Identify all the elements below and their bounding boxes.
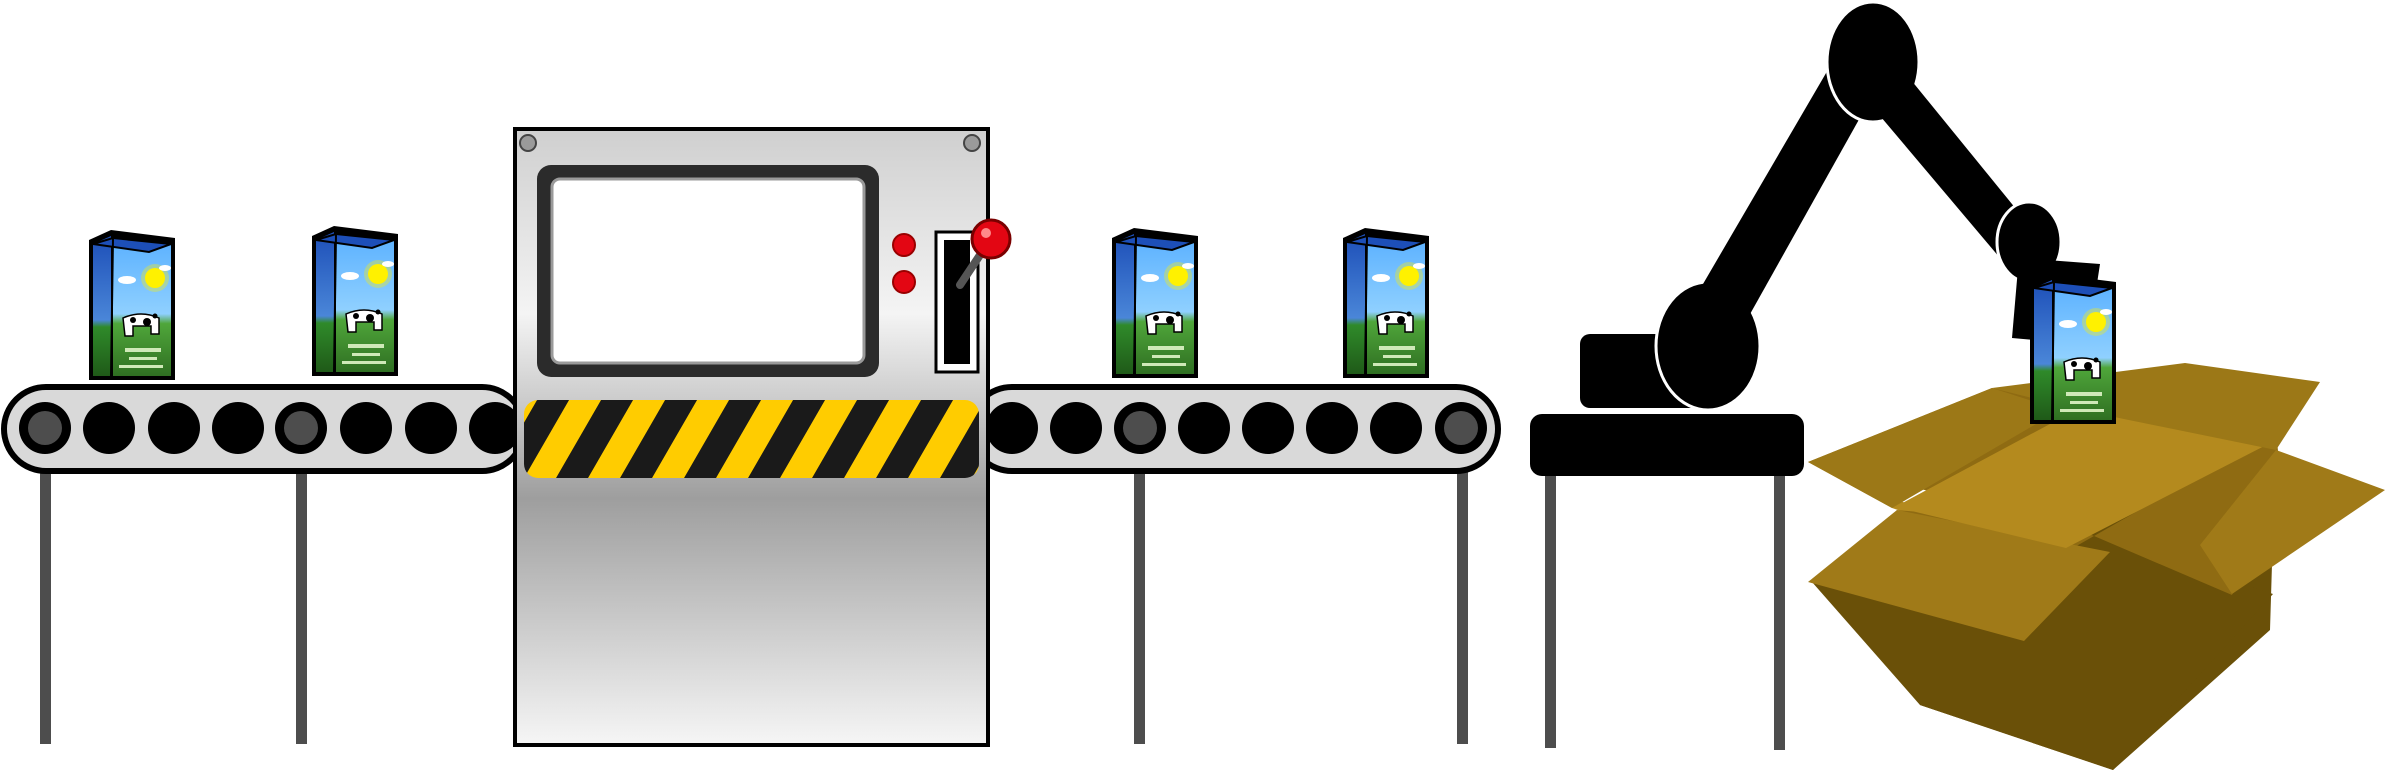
indicator-light: [892, 270, 916, 294]
milk-carton-icon: [1342, 227, 1430, 379]
right-conveyor-rollers: [986, 402, 1487, 454]
robot-table: [1530, 414, 1804, 750]
indicator-light: [892, 233, 916, 257]
left-conveyor-rollers: [19, 402, 521, 454]
robot-arm-icon: [1580, 0, 2100, 412]
machine-screen[interactable]: [550, 177, 866, 365]
lever-slot-inner: [944, 240, 970, 364]
left-conveyor: [1, 384, 527, 744]
left-conveyor-leg: [296, 420, 307, 744]
roller-axle: [284, 411, 318, 445]
screw-icon: [963, 134, 981, 152]
milk-carton-icon: [88, 229, 176, 381]
milk-carton-icon: [311, 225, 399, 377]
roller-axle: [1123, 411, 1157, 445]
hazard-stripe: [524, 400, 979, 478]
milk-carton-icon: [2029, 273, 2117, 425]
right-conveyor-leg: [1457, 420, 1468, 744]
packaging-machine: [513, 127, 1012, 747]
left-conveyor-leg: [40, 420, 51, 744]
cardboard-box-icon: [1808, 363, 2385, 770]
milk-carton-icon: [1111, 227, 1199, 379]
right-conveyor-leg: [1134, 420, 1145, 744]
screw-icon: [519, 134, 537, 152]
right-conveyor: [967, 384, 1501, 744]
roller-axle: [28, 411, 62, 445]
roller-axle: [1444, 411, 1478, 445]
lever-knob[interactable]: [970, 218, 1012, 260]
